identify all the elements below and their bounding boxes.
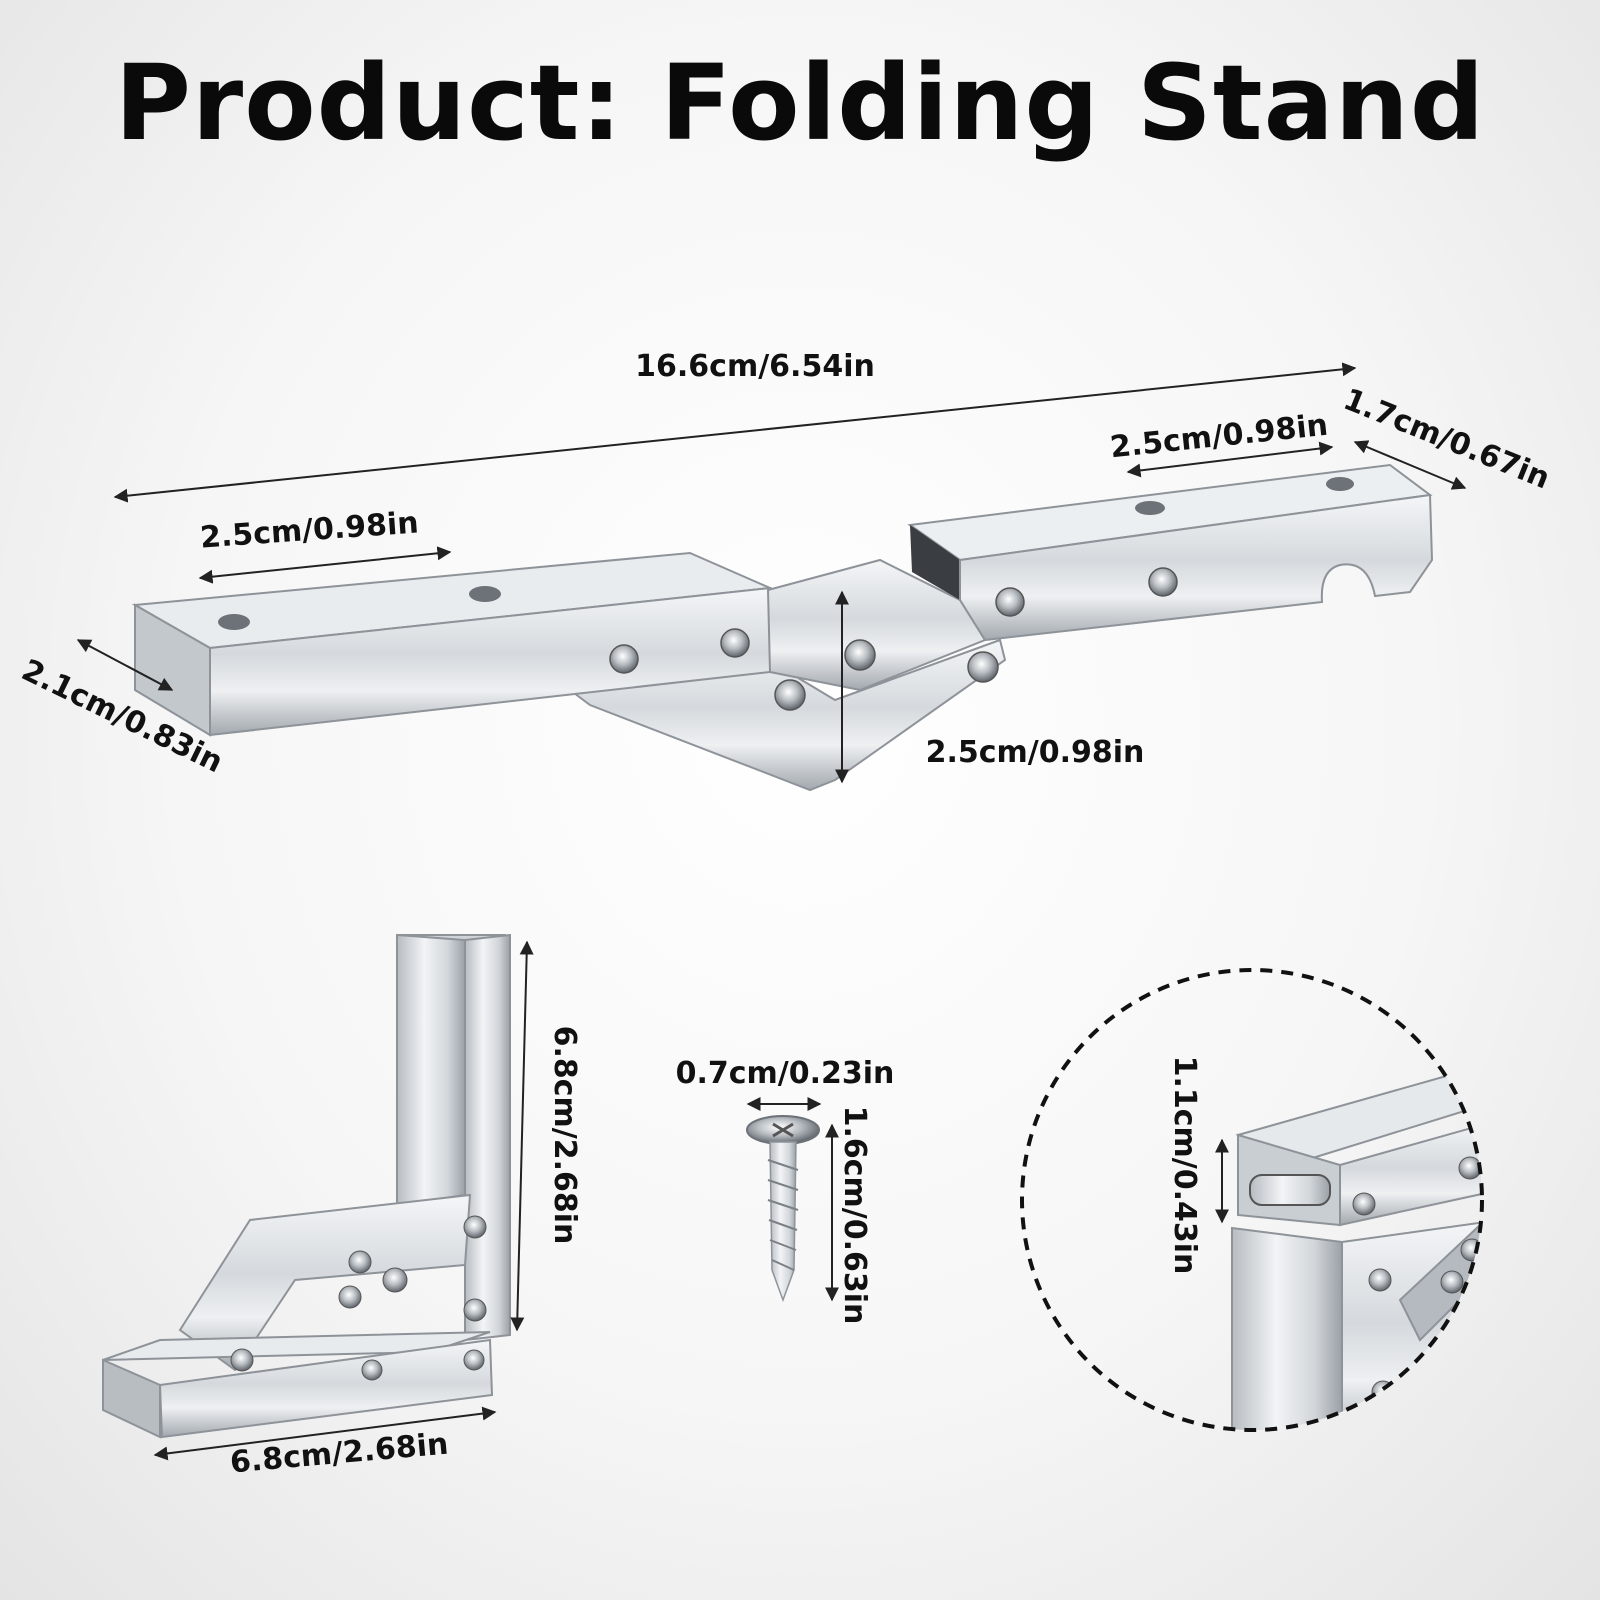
mounting-hole: [1326, 477, 1354, 491]
folded-vertical-inner: [396, 933, 466, 1207]
folded-height-label: 6.8cm/2.68in: [547, 1026, 582, 1245]
screw-head-label: 0.7cm/0.23in: [676, 1056, 895, 1091]
detail-pin: [1249, 1174, 1331, 1206]
right-hole-spacing-label: 2.5cm/0.98in: [1108, 408, 1329, 466]
screw: [746, 1115, 820, 1303]
mounting-hole: [469, 586, 501, 602]
mounting-hole: [218, 614, 250, 630]
folded-diagonal-arm: [178, 1193, 472, 1372]
detail-gap-label: 1.1cm/0.43in: [1167, 1056, 1202, 1275]
detail-upper-channel-side: [1339, 1118, 1482, 1227]
detail-zoom: [1020, 968, 1484, 1432]
folded-bracket: [102, 933, 511, 1439]
folded-length-arrow: [153, 1406, 497, 1461]
folded-height-arrow: [510, 940, 534, 1332]
extended-bracket: [131, 463, 1434, 792]
screw-length-label: 1.6cm/0.63in: [837, 1106, 872, 1325]
folded-vertical-front: [464, 933, 511, 1342]
folded-rivets: [230, 1215, 487, 1381]
joint-drop-label: 2.5cm/0.98in: [926, 735, 1145, 770]
screw-shank: [769, 1141, 797, 1303]
page-title: Product: Folding Stand: [114, 42, 1486, 164]
left-hole-spacing-label: 2.5cm/0.98in: [199, 505, 420, 555]
folded-bottom-face: [102, 1358, 161, 1439]
mounting-hole: [1135, 501, 1165, 515]
detail-lower-channel-end: [1231, 1226, 1343, 1430]
screw-recess: [772, 1122, 794, 1138]
right-channel-opening: [910, 525, 960, 600]
folded-length-label: 6.8cm/2.68in: [229, 1427, 450, 1481]
folded-bottom-top: [102, 1331, 491, 1361]
main-dimension-lines: [76, 362, 1467, 784]
right-channel-side: [959, 493, 1434, 642]
detail-circle-outline: [1020, 968, 1484, 1432]
rivets: [609, 567, 1178, 711]
overall-length-label: 16.6cm/6.54in: [635, 349, 875, 384]
